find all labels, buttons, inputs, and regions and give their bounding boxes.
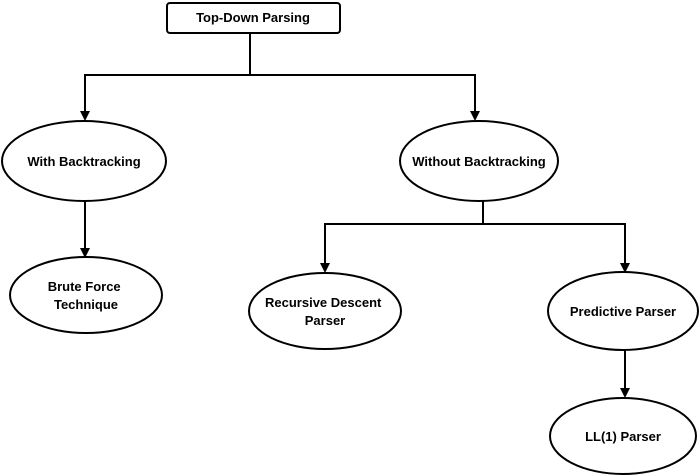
node-top-down-parsing: Top-Down Parsing — [166, 2, 341, 34]
node-ll1-parser: LL(1) Parser — [549, 397, 697, 475]
edge-without-backtracking-to-predictive-parser — [483, 223, 630, 273]
node-without-backtracking-ellipse — [399, 120, 559, 202]
node-predictive-parser: Predictive Parser — [547, 271, 699, 351]
node-predictive-parser-label: Predictive Parser — [570, 304, 676, 319]
edge-without-backtracking-to-recursive-descent — [320, 200, 484, 273]
edge-root-to-without-backtracking — [250, 74, 480, 121]
node-recursive-descent-line-1: Recursive Descent — [265, 295, 382, 310]
node-with-backtracking: With Backtracking — [1, 120, 167, 202]
node-brute-force-technique-label: Brute Force Technique — [48, 279, 125, 312]
node-recursive-descent-parser-ellipse — [248, 272, 402, 350]
node-ll1-parser-ellipse — [549, 397, 697, 475]
node-brute-force-line-1: Brute Force — [48, 279, 121, 294]
node-brute-force-technique-ellipse — [9, 256, 163, 334]
node-brute-force-technique: Brute Force Technique — [9, 256, 163, 334]
node-brute-force-line-2: Technique — [54, 297, 118, 312]
node-top-down-parsing-box — [166, 2, 341, 34]
node-without-backtracking: Without Backtracking — [399, 120, 559, 202]
edge-root-to-with-backtracking — [80, 34, 251, 121]
node-with-backtracking-ellipse — [1, 120, 167, 202]
node-ll1-parser-label: LL(1) Parser — [585, 429, 661, 444]
node-recursive-descent-parser-label: Recursive Descent Parser — [265, 295, 385, 328]
node-top-down-parsing-label: Top-Down Parsing — [196, 10, 310, 25]
edges — [80, 34, 630, 398]
node-predictive-parser-ellipse — [547, 271, 699, 351]
node-with-backtracking-label: With Backtracking — [27, 154, 140, 169]
node-without-backtracking-label: Without Backtracking — [412, 154, 546, 169]
node-recursive-descent-parser: Recursive Descent Parser — [248, 272, 402, 350]
node-recursive-descent-line-2: Parser — [305, 313, 345, 328]
